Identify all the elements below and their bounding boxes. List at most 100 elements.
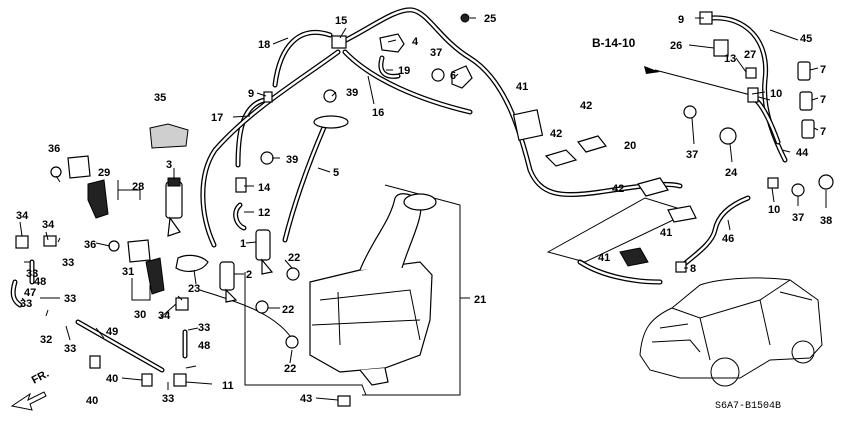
callout-25: 25 xyxy=(484,13,496,25)
callout-23: 23 xyxy=(188,283,200,295)
hose-5 xyxy=(282,122,328,243)
callout-30: 30 xyxy=(134,309,146,321)
callout-17: 17 xyxy=(211,112,223,124)
callout-41c: 41 xyxy=(598,252,610,264)
hose-joints xyxy=(745,61,815,139)
callout-31: 31 xyxy=(122,266,134,278)
callout-15: 15 xyxy=(335,15,347,27)
callout-12: 12 xyxy=(258,207,270,219)
washer-pump-1 xyxy=(255,229,274,275)
washer-pump-3 xyxy=(165,177,183,237)
callout-24: 24 xyxy=(725,167,738,179)
hose-12 xyxy=(233,202,247,231)
callout-7a: 7 xyxy=(820,64,826,76)
callout-13: 13 xyxy=(724,53,736,65)
callout-33f: 33 xyxy=(198,322,210,334)
callout-22b: 22 xyxy=(282,304,294,316)
rear-nozzle-24 xyxy=(719,127,737,145)
callout-28: 28 xyxy=(132,181,144,193)
callout-7b: 7 xyxy=(820,94,826,106)
hose-19 xyxy=(378,55,401,79)
callout-42c: 42 xyxy=(612,183,624,195)
callout-22a: 22 xyxy=(288,252,300,264)
callout-1: 1 xyxy=(240,238,246,250)
filler-cap-5 xyxy=(313,115,349,129)
callout-42b: 42 xyxy=(580,100,592,112)
callout-5: 5 xyxy=(333,167,339,179)
car-outline xyxy=(639,277,823,387)
callout-33b: 33 xyxy=(26,268,38,280)
callout-16: 16 xyxy=(372,107,384,119)
callout-7c: 7 xyxy=(820,126,826,138)
hose-20-lower xyxy=(577,259,663,285)
hose-49 xyxy=(75,319,165,373)
callout-33e: 33 xyxy=(64,343,76,355)
callout-37c: 37 xyxy=(792,212,804,224)
callout-36a: 36 xyxy=(48,143,60,155)
callout-3: 3 xyxy=(166,159,172,171)
front-arrow xyxy=(10,391,47,411)
callout-48a: 48 xyxy=(34,276,46,288)
callout-40a: 40 xyxy=(86,395,98,407)
callout-39b: 39 xyxy=(286,154,298,166)
hose-46 xyxy=(677,195,751,271)
callout-44: 44 xyxy=(796,147,809,159)
headlight-nozzle-31 xyxy=(127,239,151,263)
callout-11: 11 xyxy=(222,380,234,392)
callout-47: 47 xyxy=(24,287,36,299)
callout-26: 26 xyxy=(670,40,682,52)
fr-label: FR. xyxy=(30,368,51,387)
callout-48b: 48 xyxy=(198,340,210,352)
callout-10a: 10 xyxy=(770,88,782,100)
nozzle-4 xyxy=(379,33,405,53)
callout-4: 4 xyxy=(412,36,419,48)
callout-34a: 34 xyxy=(16,210,29,222)
headlight-nozzle-29 xyxy=(67,155,91,179)
callout-21: 21 xyxy=(474,294,486,306)
callout-41a: 41 xyxy=(516,81,528,93)
hose-47 xyxy=(10,279,23,308)
leader-lines xyxy=(19,17,827,401)
clamp-23 xyxy=(175,254,209,272)
hose-16 xyxy=(335,7,683,198)
pad-42b xyxy=(576,135,608,153)
callout-42a: 42 xyxy=(550,128,562,140)
callout-33c: 33 xyxy=(64,293,76,305)
callout-9b: 9 xyxy=(678,14,684,26)
callout-45: 45 xyxy=(800,33,812,45)
callout-27: 27 xyxy=(744,49,756,61)
callout-33d: 33 xyxy=(20,298,32,310)
callouts: 1 2 3 4 5 6 7 7 7 8 9 9 10 10 11 12 13 1… xyxy=(16,13,832,407)
callout-41b: 41 xyxy=(660,227,672,239)
callout-46: 46 xyxy=(722,233,734,245)
callout-18: 18 xyxy=(258,39,270,51)
pad-42c xyxy=(637,177,669,197)
callout-35: 35 xyxy=(154,92,166,104)
callout-40b: 40 xyxy=(106,373,118,385)
grommets xyxy=(15,11,834,407)
callout-22c: 22 xyxy=(284,363,296,375)
callout-2: 2 xyxy=(246,269,252,281)
callout-36b: 36 xyxy=(84,239,96,251)
pad-41-top xyxy=(512,109,544,141)
washer-pump-2 xyxy=(219,261,238,303)
callout-10b: 10 xyxy=(768,204,780,216)
reference-label: B-14-10 xyxy=(592,36,636,50)
callout-9a: 9 xyxy=(248,88,254,100)
callout-37b: 37 xyxy=(686,149,698,161)
callout-38: 38 xyxy=(820,215,832,227)
pad-42a xyxy=(544,149,578,167)
callout-8: 8 xyxy=(690,263,696,275)
tank-frame-left xyxy=(244,272,367,396)
callout-32: 32 xyxy=(40,334,52,346)
callout-20: 20 xyxy=(624,140,636,152)
hose-18 xyxy=(272,29,333,88)
pad-41b xyxy=(667,205,697,223)
callout-34c: 34 xyxy=(158,310,171,322)
callout-30-bracket xyxy=(131,278,151,301)
callout-33g: 33 xyxy=(162,393,174,405)
callout-33a: 33 xyxy=(62,257,74,269)
headlight-nozzle-body-30 xyxy=(145,257,165,295)
callout-34b: 34 xyxy=(42,219,55,231)
